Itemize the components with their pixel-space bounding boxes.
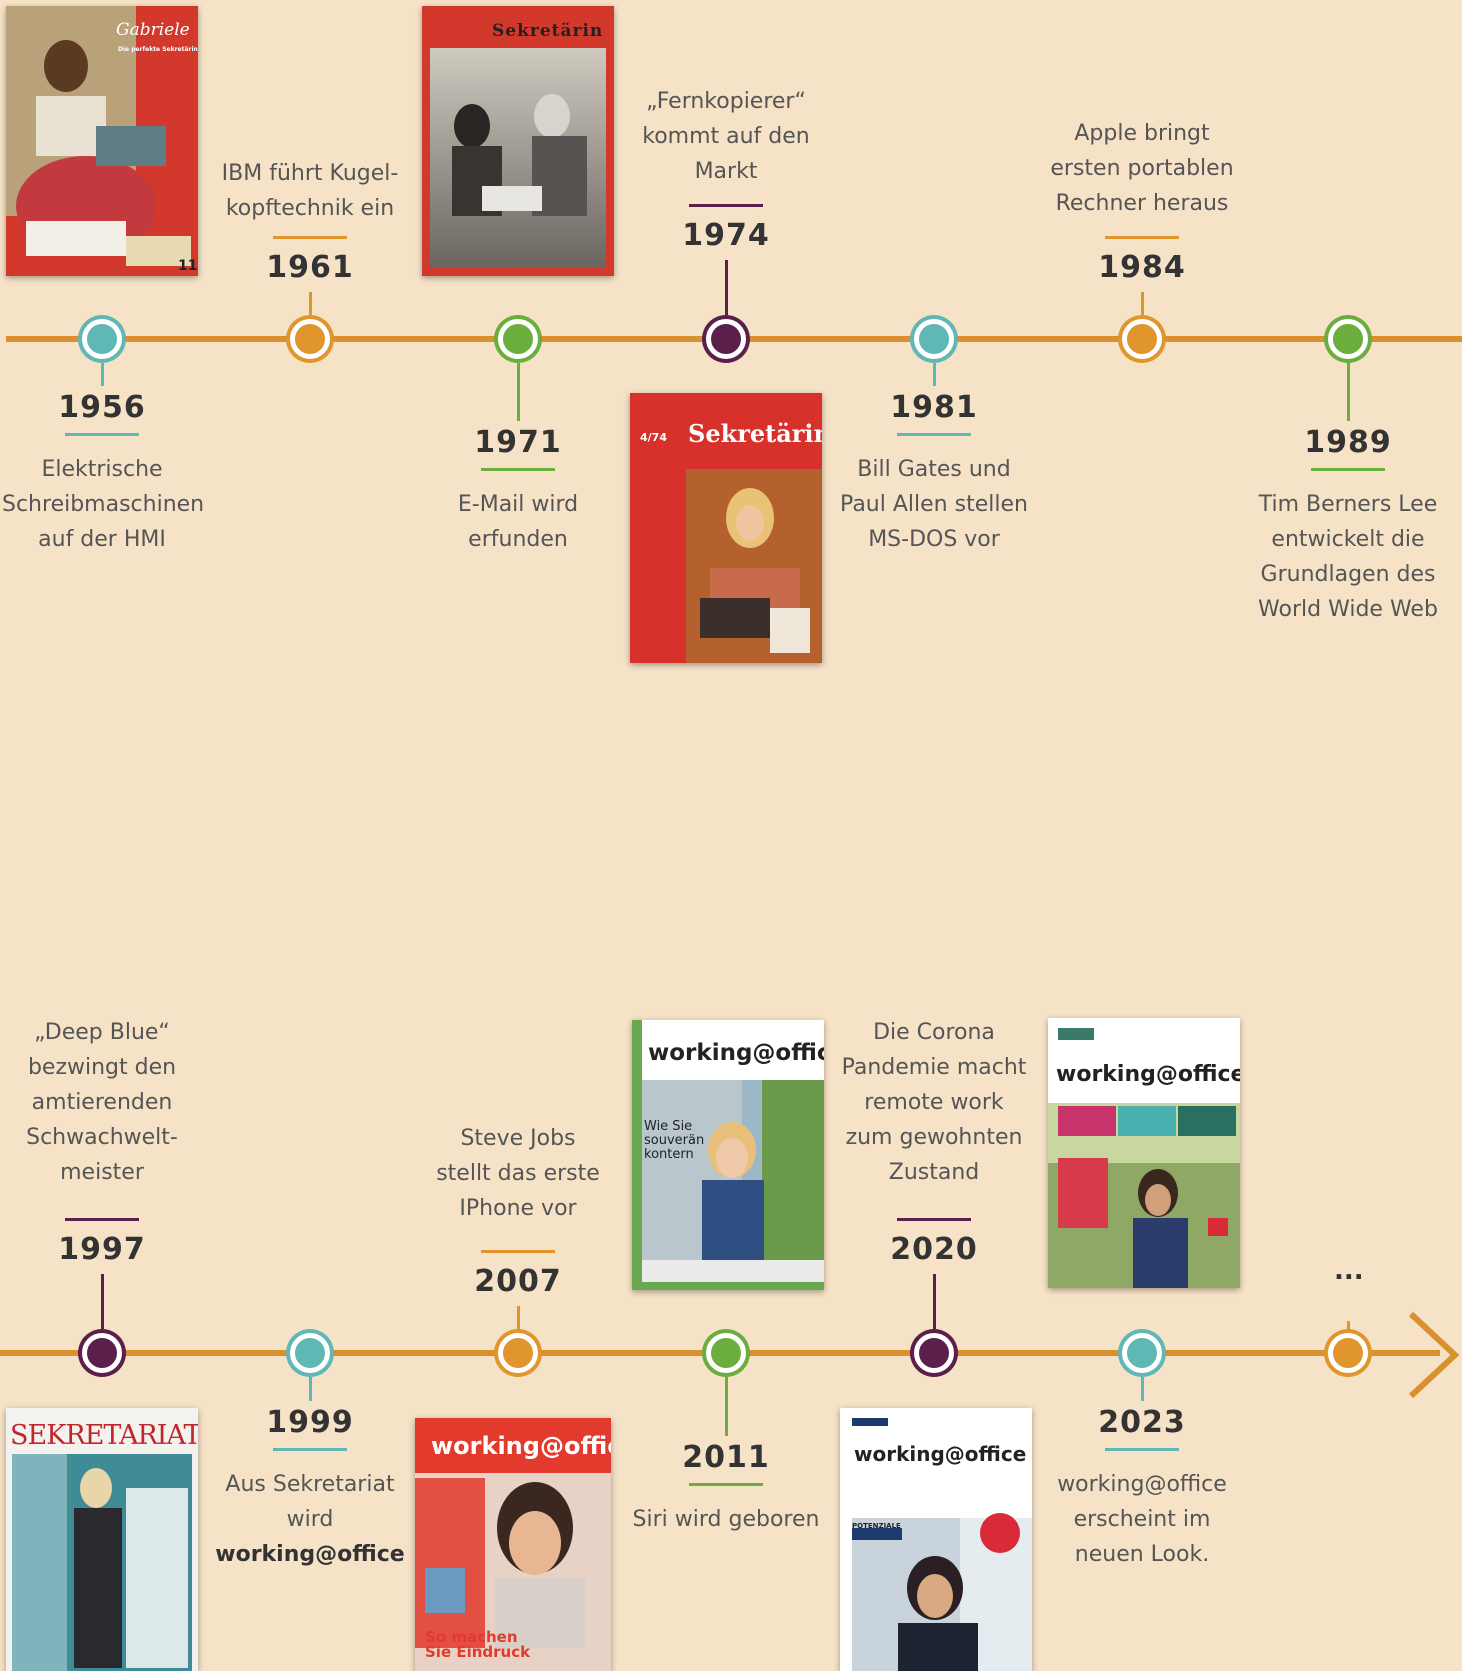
timeline-node-1971 xyxy=(498,319,538,359)
year-label: 1997 xyxy=(58,1232,146,1267)
cover-working-office-2023: working@office xyxy=(1048,1018,1240,1288)
cover-gabriele-subtitle: Die perfekte Sekretärin xyxy=(118,46,198,53)
cover-working-office-1999: working@office So machen Sie Eindruck xyxy=(415,1418,611,1671)
cover-sekretaerin-1974-issue: 4/74 xyxy=(640,431,667,444)
timeline-stem xyxy=(1347,1321,1350,1333)
year-underline xyxy=(897,1218,971,1221)
cover-sekretaerin-1961: Sekretärin xyxy=(422,6,614,276)
timeline-node-1961 xyxy=(290,319,330,359)
timeline-stem xyxy=(725,260,728,315)
year-underline xyxy=(897,433,971,436)
timeline-stem xyxy=(309,292,312,315)
timeline-continuation: ... xyxy=(1334,1256,1364,1286)
year-underline xyxy=(1105,236,1179,239)
timeline-stem xyxy=(101,363,104,386)
year-underline xyxy=(481,1250,555,1253)
year-underline xyxy=(689,1483,763,1486)
cover-working-office-2023-title: working@office xyxy=(1056,1062,1240,1087)
timeline-stem xyxy=(725,1377,728,1436)
cover-working-office-2011: working@office Wie Sie souverän kontern xyxy=(632,1020,824,1290)
year-label: 1981 xyxy=(890,390,978,425)
year-label: 2023 xyxy=(1098,1405,1186,1440)
timeline-node-1989 xyxy=(1328,319,1368,359)
cover-gabriele-number: 11 xyxy=(178,258,198,274)
cover-sekretaerin-1974-title: Sekretärin xyxy=(688,419,822,448)
year-underline xyxy=(273,1448,347,1451)
cover-working-office-2020: working@office POTENZIALE xyxy=(840,1408,1032,1671)
timeline-stem xyxy=(1141,1377,1144,1401)
timeline-node-2011 xyxy=(706,1333,746,1373)
year-underline xyxy=(65,433,139,436)
cover-gabriele-title: Gabriele xyxy=(116,20,190,40)
cover-sekretaerin-1974: 4/74 Sekretärin xyxy=(630,393,822,663)
cover-working-office-1999-tagline: So machen Sie Eindruck xyxy=(425,1628,531,1661)
year-label: 1989 xyxy=(1304,425,1392,460)
year-label: 1999 xyxy=(266,1405,354,1440)
cover-gabriele: Gabriele Die perfekte Sekretärin 11 xyxy=(6,6,198,276)
cover-sekretariat: SEKRETARIAT xyxy=(6,1408,198,1671)
timeline-node-1956 xyxy=(82,319,122,359)
year-label: 2011 xyxy=(682,1440,770,1475)
timeline-node-1984 xyxy=(1122,319,1162,359)
year-underline xyxy=(273,236,347,239)
cover-working-office-2020-title: working@office xyxy=(854,1442,1027,1466)
cover-working-office-2011-tagline: Wie Sie souverän kontern xyxy=(644,1119,705,1162)
year-label: 1984 xyxy=(1098,250,1186,285)
timeline-stem xyxy=(309,1377,312,1401)
year-label: 1974 xyxy=(682,218,770,253)
event-description: IBM führt Kugel-kopftechnik ein xyxy=(221,161,399,221)
event-description: Siri wird geboren xyxy=(632,1507,820,1532)
timeline-node-1981 xyxy=(914,319,954,359)
year-label: 1956 xyxy=(58,390,146,425)
year-underline xyxy=(1105,1448,1179,1451)
year-label: 2007 xyxy=(474,1264,562,1299)
timeline-stem xyxy=(933,363,936,386)
timeline-node-1999 xyxy=(290,1333,330,1373)
timeline-node-1974 xyxy=(706,319,746,359)
timeline-node-2007 xyxy=(498,1333,538,1373)
year-underline xyxy=(481,468,555,471)
timeline-stem xyxy=(1141,292,1144,315)
year-label: 1971 xyxy=(474,425,562,460)
year-underline xyxy=(689,204,763,207)
year-label: 2020 xyxy=(890,1232,978,1267)
timeline-stem xyxy=(1347,363,1350,421)
timeline-stem xyxy=(101,1274,104,1329)
year-label: 1961 xyxy=(266,250,354,285)
year-underline xyxy=(65,1218,139,1221)
timeline-node-1997 xyxy=(82,1333,122,1373)
timeline-stem xyxy=(933,1274,936,1329)
year-underline xyxy=(1311,468,1385,471)
timeline-stem xyxy=(517,1306,520,1329)
cover-working-office-2020-tagline: POTENZIALE xyxy=(852,1522,901,1530)
timeline-node-2020 xyxy=(914,1333,954,1373)
cover-sekretariat-title: SEKRETARIAT xyxy=(10,1420,198,1451)
cover-working-office-2011-title: working@office xyxy=(648,1040,824,1066)
timeline-node-2023 xyxy=(1122,1333,1162,1373)
timeline-arrow-icon xyxy=(1408,1311,1460,1399)
cover-sekretaerin-1961-title: Sekretärin xyxy=(492,21,604,41)
timeline-node-future xyxy=(1328,1333,1368,1373)
timeline-stem xyxy=(517,363,520,421)
cover-working-office-1999-title: working@office xyxy=(431,1432,611,1460)
